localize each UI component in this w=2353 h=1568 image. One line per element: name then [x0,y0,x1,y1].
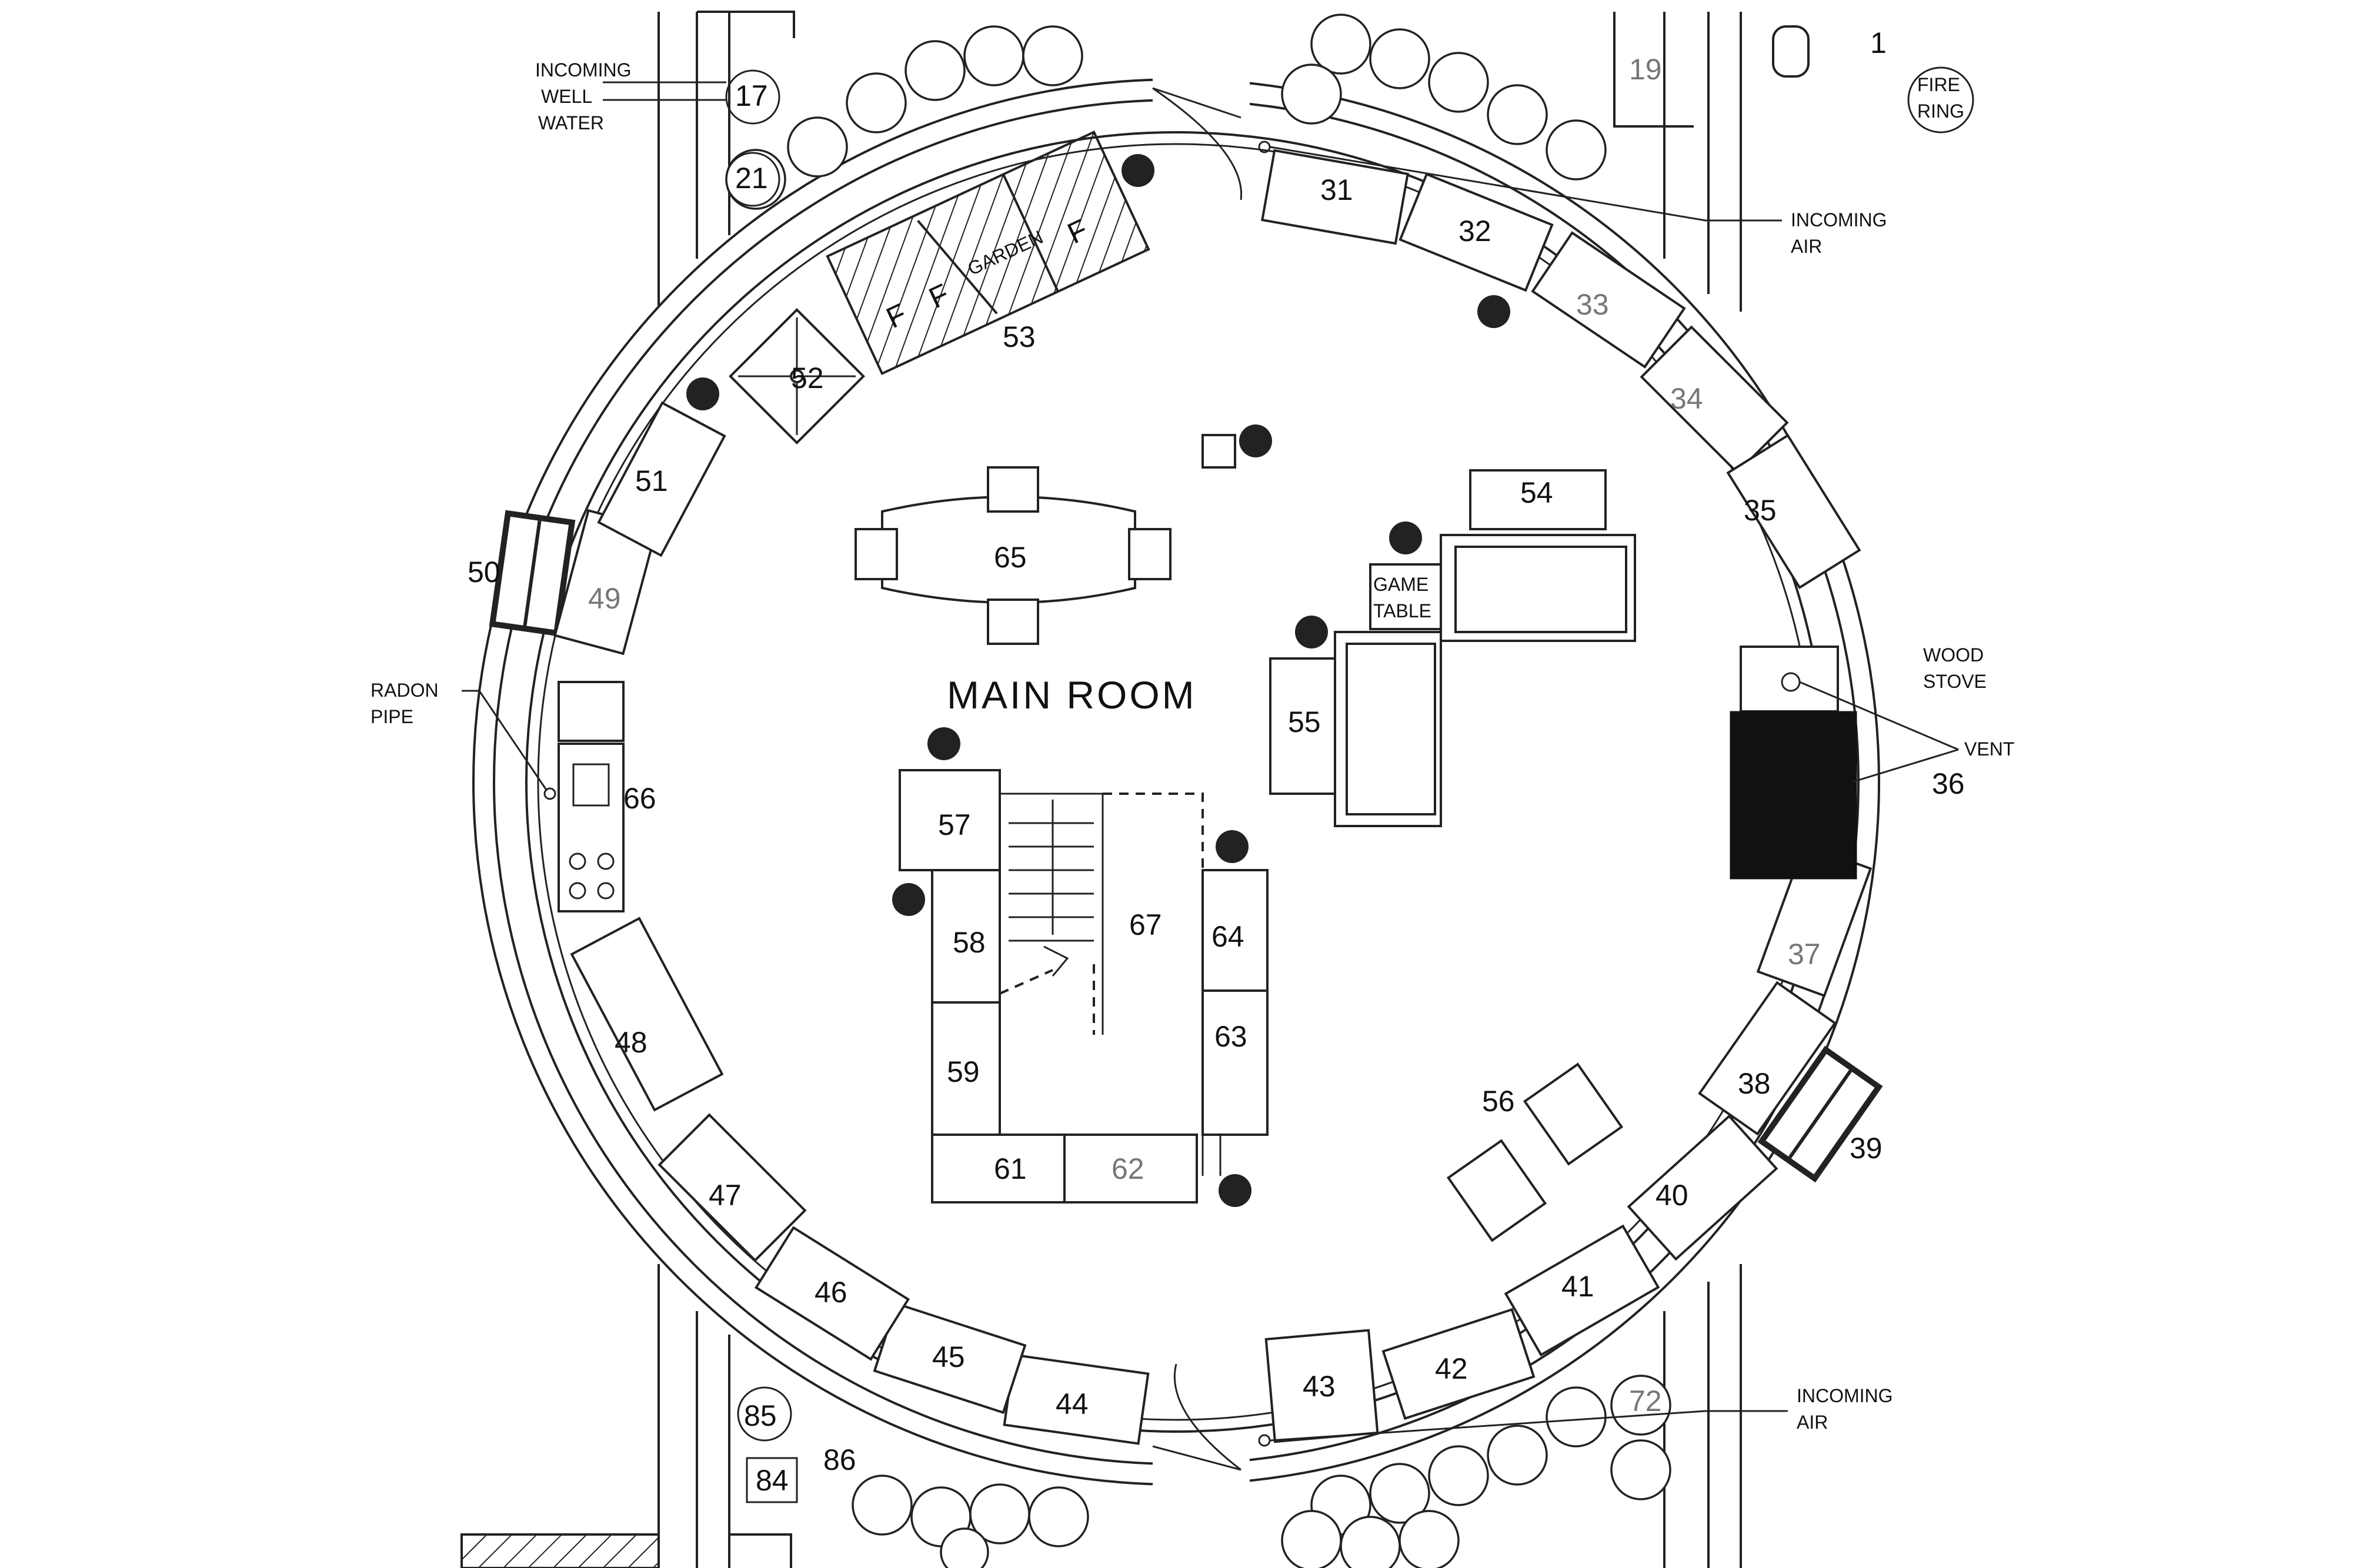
plan-label: 58 [953,926,986,959]
plan-label: 31 [1320,173,1353,206]
plan-label: 55 [1288,706,1321,738]
potted-plants [686,154,1510,1207]
plan-label: 21 [735,162,768,195]
plan-label: 45 [932,1340,965,1373]
plan-label: RADON [371,680,439,701]
plan-label: 19 [1629,53,1662,86]
leader-lines [462,81,1959,1442]
plan-label: 33 [1576,288,1609,321]
plan-label: 72 [1629,1385,1662,1417]
plan-label: 66 [623,782,656,815]
plan-label: VENT [1964,738,2014,760]
plan-label: 49 [588,582,621,615]
plan-label: WATER [538,112,604,133]
plan-label: 32 [1458,215,1491,248]
plan-label: 39 [1850,1132,1883,1165]
plan-label: 34 [1670,382,1703,415]
plan-label: 44 [1056,1388,1089,1420]
plan-label: STOVE [1923,671,1987,692]
plan-label: 86 [823,1443,856,1476]
plan-label: 51 [635,464,668,497]
dining-table [855,466,1172,645]
plan-label: 59 [947,1055,980,1088]
plan-label: PIPE [371,706,413,727]
plan-label: 35 [1744,494,1777,527]
plan-label: TABLE [1373,600,1431,621]
plan-label: 36 [1932,767,1965,800]
plan-label: 57 [938,808,971,841]
doors [1152,71,1250,1493]
plan-label: 37 [1788,938,1821,971]
space-labels: MAIN ROOM 1 17 19 21 31 32 33 34 35 36 3… [468,26,1965,1497]
plan-label: 52 [791,362,824,394]
round-walls [472,78,1880,1486]
windows [489,510,1883,1183]
plan-label: AIR [1791,236,1822,257]
plan-label: 64 [1211,920,1244,953]
kitchen-counter [558,681,625,912]
plan-label: 84 [756,1464,789,1497]
plan-label: 1 [1870,26,1887,59]
plan-label: 38 [1738,1067,1771,1100]
plan-label: 67 [1129,908,1162,941]
plan-label: 50 [468,556,500,589]
plan-label: 62 [1112,1152,1144,1185]
garden-area [729,130,1150,444]
plan-label: 46 [815,1276,847,1309]
plan-label: GAME [1373,574,1429,595]
plan-label: INCOMING [535,59,632,81]
perimeter-units [553,149,1873,1445]
plan-label: 17 [735,79,768,112]
stair-core [899,769,1269,1203]
plan-label: 56 [1482,1085,1515,1118]
exterior-shrubs [725,14,1671,1568]
plan-label: 53 [1003,320,1036,353]
corridor-walls [460,11,1742,1568]
plan-label: 43 [1303,1370,1336,1403]
plan-label: 41 [1561,1270,1594,1303]
plan-label: 54 [1520,476,1553,509]
plan-label: 42 [1435,1352,1468,1385]
plan-label: 63 [1214,1020,1247,1053]
plan-label: 47 [709,1179,742,1212]
plan-label: INCOMING [1797,1385,1893,1406]
living-area [1269,469,1636,827]
plan-label: 85 [744,1399,777,1432]
wood-stove [1730,646,1857,880]
plan-label: INCOMING [1791,209,1887,230]
plan-label: WELL [541,86,592,107]
plan-label: AIR [1797,1412,1828,1433]
plan-label: FIRE [1917,74,1960,95]
plan-label: RING [1917,101,1964,122]
site-items [543,25,1974,1503]
small-stand [1201,434,1236,469]
plan-label: 65 [994,541,1027,574]
main-room-title: MAIN ROOM [947,673,1197,717]
plan-label: 48 [615,1026,648,1059]
plan-label: 61 [994,1152,1027,1185]
hatched-wall [460,1533,660,1568]
plan-label: 40 [1656,1179,1688,1212]
lounge-chairs [1446,1062,1624,1242]
plan-label: WOOD [1923,644,1984,666]
